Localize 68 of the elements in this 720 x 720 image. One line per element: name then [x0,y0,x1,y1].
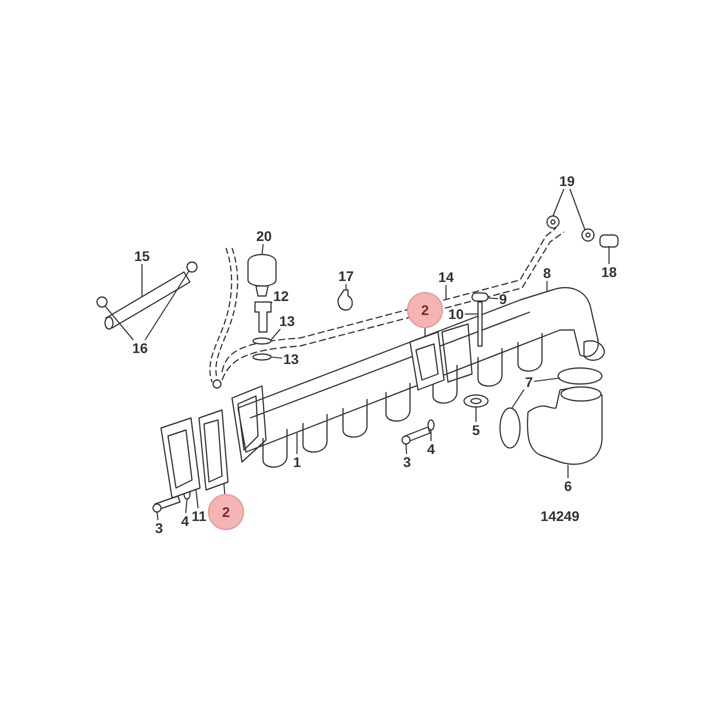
cap [471,292,489,302]
callout-number: 6 [563,478,573,494]
callout-number: 12 [272,288,290,304]
callout-number: 11 [190,508,208,524]
washer [546,215,560,229]
callout-number: 9 [498,291,508,307]
gasket [409,331,445,391]
highlighted-callout-number: 2 [407,292,443,328]
leader-line [144,270,190,340]
callout-number: 20 [255,228,273,244]
leader-line [270,356,282,359]
callout-number: 14 [437,269,455,285]
leader-line [296,433,298,454]
leader-line [464,313,478,315]
callout-number: 10 [447,306,465,322]
leader-line [552,188,564,216]
leader-line [488,297,498,300]
callout-number: 3 [402,454,412,470]
leader-line [424,328,426,337]
callout-number: 19 [558,173,576,189]
callout-number: 4 [180,513,190,529]
leader-line [567,465,569,478]
coolant-tube [209,228,564,389]
leader-line [475,407,477,422]
hose-clamp [96,296,108,308]
leader-line [534,377,560,382]
bolt [401,426,431,445]
leader-line [546,281,548,292]
elbow-hose [526,386,603,465]
exhaust-manifold [231,287,605,468]
gasket [198,409,229,491]
leader-line [141,264,143,297]
callout-number: 1 [292,454,302,470]
callout-number: 17 [337,268,355,284]
washer [252,337,272,345]
bolt [254,301,272,333]
washer [581,228,595,242]
drawing-number: 14249 [540,508,580,524]
washer [252,353,272,361]
hose [104,271,191,330]
highlighted-callout-number: 2 [208,494,244,530]
leader-line [569,188,586,230]
callout-number: 5 [471,422,481,438]
leader-line [445,285,447,300]
leader-line [345,284,347,290]
leader-line [185,498,188,514]
leader-line [261,244,264,256]
clip [337,289,353,311]
leader-line [512,389,525,408]
leader-line [156,512,159,520]
stud [477,301,483,347]
callout-number: 16 [131,340,149,356]
callout-number: 8 [542,265,552,281]
callout-number: 7 [524,374,534,390]
callout-number: 4 [426,441,436,457]
leader-line [608,246,610,264]
leader-line [223,484,226,494]
fitting [599,234,619,248]
callout-number: 3 [154,520,164,536]
callout-number: 13 [282,351,300,367]
leader-line [195,490,199,508]
hose-clamp [186,261,198,273]
callout-number: 13 [278,313,296,329]
leader-line [270,328,281,340]
callout-number: 18 [600,264,618,280]
callout-number: 15 [133,248,151,264]
leader-line [405,444,408,454]
leader-line [430,430,432,441]
